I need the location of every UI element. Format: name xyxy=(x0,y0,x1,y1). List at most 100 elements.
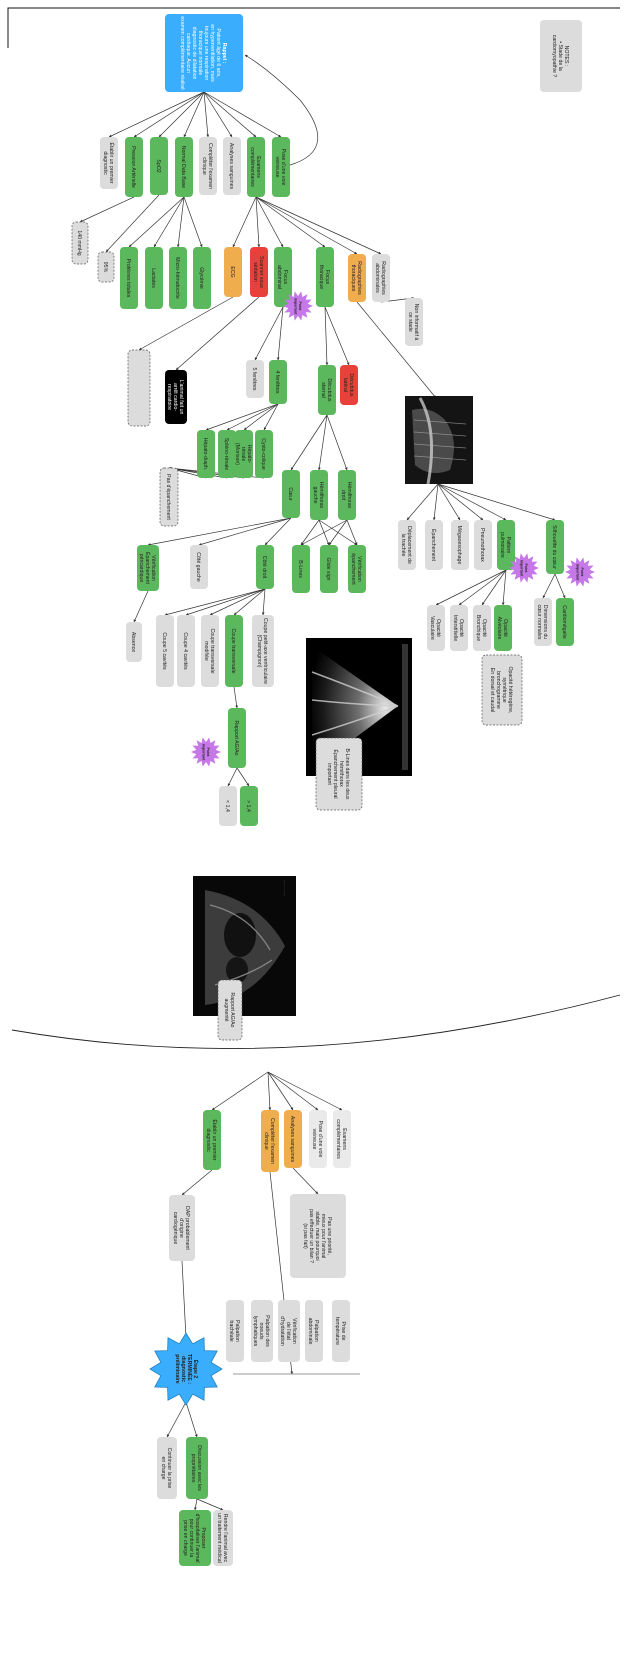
burst-4: Pointimportant xyxy=(191,737,221,767)
edge-cote-droit-node-coupe-mod-leaf xyxy=(209,588,266,616)
coeur-node-label: Cœur xyxy=(287,487,293,501)
ratio-lt: < 1,4 xyxy=(219,786,237,826)
p2-exam-3-label: Palpation desnoeudslymphatiques xyxy=(252,1315,270,1347)
p2-exam-0-label: Prise detempérature xyxy=(334,1317,346,1345)
dims-leaf: Dimensions ducœur normales xyxy=(534,598,552,646)
rapport-node: Rapport AG/Ao xyxy=(228,708,246,768)
cysto-node: Cysto-colique xyxy=(255,430,273,478)
p2-exam-4: Palpationtrachéale xyxy=(226,1300,244,1362)
burst-4-label: Pointimportant xyxy=(202,744,211,761)
notes-box: NOTES :• Stade de lacardiomyopathie ? xyxy=(540,20,582,92)
edge-to-pattern-leaf xyxy=(437,483,507,521)
hepatorenal-node: Hépato-rénale(Morison) xyxy=(234,430,253,478)
edge-silhouette-leaf-dims-leaf xyxy=(542,573,556,599)
absence-leaf-label: Absence xyxy=(130,632,136,652)
notes-box-label: NOTES :• Stade de lacardiomyopathie ? xyxy=(551,35,569,78)
edge-cote-droit-node-coupe4-leaf xyxy=(185,588,266,616)
cysto-node-label: Cysto-colique xyxy=(260,438,266,470)
edge-to-p2-faded2 xyxy=(267,1071,343,1111)
cardiomeg-leaf: Cardiomégalie xyxy=(556,598,574,646)
edge-pression-node-mmhg-leaf xyxy=(79,196,135,223)
pneumo-leaf-label: Pneumothorax xyxy=(479,528,485,562)
coupe4-leaf-label: Coupe 4 cavités xyxy=(182,632,188,670)
edge-root-node-diag-node xyxy=(108,91,205,138)
edge-radio-xray xyxy=(356,301,437,399)
edge-focus-abdo-node-quatre-node xyxy=(276,306,284,361)
edge-gauche-node-glide-leaf xyxy=(318,519,330,546)
cinq-node: 5 fenêtres xyxy=(246,360,264,398)
p2-diag: Établir un premierdiagnostic xyxy=(203,1110,221,1170)
p2-rendre-label: Rendre l'animal avecun traitement médica… xyxy=(216,1513,228,1563)
radio-abdo-node-label: Radiographiesabdominales xyxy=(374,261,386,295)
normalbase-node: Normal Data Base xyxy=(175,137,193,197)
edge-to-p2-completer xyxy=(267,1071,272,1111)
edge-root-node-examens-node xyxy=(203,91,257,138)
edge-pattern-leaf-opacite-alv xyxy=(501,569,507,606)
edge-quatre-node-spleno-node xyxy=(226,403,279,431)
epanch-leaf: Épanchement xyxy=(425,520,443,570)
edge-coeur-node-cote-droit-node xyxy=(264,517,292,546)
absence-leaf: Absence xyxy=(126,622,142,662)
glycemie-leaf: Glycémie xyxy=(193,247,211,309)
depl-leaf: Déplacement dela trachée xyxy=(398,520,416,570)
edge-normalbase-node-lactates-leaf xyxy=(153,196,185,248)
non-info-node-label: Non informatif àce stade xyxy=(407,304,419,341)
pression-node: Pression Artérielle xyxy=(125,137,143,197)
decubitus-node-label: Décubitussternal xyxy=(320,378,332,401)
proteines-leaf-label: Protéines totales xyxy=(125,259,131,298)
edge-gauche-node-pleural-leaf xyxy=(318,519,358,546)
radio-thorax-node: Radiographiesthoraciques xyxy=(348,254,366,302)
dims-leaf-label: Dimensions ducœur normales xyxy=(536,605,548,640)
edge-p2-discussion-p2-rendre xyxy=(196,1498,224,1511)
silhouette-leaf-label: Silhouette du cœur xyxy=(551,525,557,569)
edge-normalbase-node-glycemie-leaf xyxy=(183,196,203,248)
ratio-lt-label: < 1,4 xyxy=(224,800,230,812)
spo2-node-label: SpO2 xyxy=(155,159,161,172)
pas-epanch-node: Pas d'épanchement xyxy=(159,467,179,527)
glide-leaf-label: Glide sign xyxy=(325,557,331,580)
spo2-node: SpO2 xyxy=(150,137,168,195)
edge-quatre-node-hepato-node xyxy=(205,403,279,431)
hepato-node-label: Hépato-diaph. xyxy=(202,438,208,471)
echo-heart-image: · · · · · · · · xyxy=(193,876,296,1016)
coupe-trans-leaf-label: Coupe transversale xyxy=(230,629,236,674)
pattern-leaf: Patternpulmonaire xyxy=(497,520,515,570)
edge-quatre-node-cysto-node xyxy=(263,403,279,431)
opacite-note: Opacité hétérogène,symétriquebronchogram… xyxy=(481,654,523,726)
edge-root-node-pose-node xyxy=(203,91,282,138)
edge-to-p2-analyses xyxy=(267,1071,294,1111)
cardiomeg-leaf-label: Cardiomégalie xyxy=(561,605,567,639)
ratio-gt: > 1,4 xyxy=(240,786,258,826)
droit-node-label: Hémithoraxdroit xyxy=(340,482,352,509)
edge-quatre-node-hepatorenal-node xyxy=(243,403,279,431)
edge-coeur-node-verif-peri-node xyxy=(147,517,292,546)
rapport-conclusion-label: Rapport AG/Aoaugmenté xyxy=(223,993,235,1028)
blines-note: B-Lines dans les deuxhémithoraxÉpancheme… xyxy=(315,737,363,811)
p2-proposer-label: Proposerd'hospitaliser l'animalpour cont… xyxy=(182,1514,206,1563)
edge-star-continuer xyxy=(166,1401,187,1438)
focus-abdo-node: Focusabdominal xyxy=(274,247,292,307)
pct-leaf: 95% xyxy=(97,251,115,283)
p2-discussion-label: Discussion avec lespropriétaires xyxy=(190,1445,202,1491)
decubitus-node: Décubitussternal xyxy=(318,365,336,415)
edge-examens-node-radio-thorax-node xyxy=(255,196,358,255)
p2-exam-3: Palpation desnoeudslymphatiques xyxy=(251,1300,273,1362)
lactates-leaf: Lactates xyxy=(145,247,163,309)
normalbase-node-label: Normal Data Base xyxy=(180,146,186,188)
edge-focus-thorax-node-decubitus-lat-node xyxy=(324,306,350,366)
spleno-node-label: Spléno-rénale xyxy=(223,438,229,470)
rapport-node-label: Rapport AG/Ao xyxy=(233,721,239,756)
opacite-bronch-label: OpacitéBronchique xyxy=(475,615,487,641)
edge-root-node-spo2-node xyxy=(158,91,205,138)
section-separator xyxy=(11,994,621,1049)
radio-abdo-node: Radiographiesabdominales xyxy=(372,254,390,302)
edge-rapport-node-ratio-gt xyxy=(236,767,250,787)
cote-droit-node: Côté droit xyxy=(256,545,274,589)
verif-peri-node-label: VérificationÉpanchementpéricardique xyxy=(138,552,156,585)
edges-layer xyxy=(79,54,566,1511)
cote-gauche-node: Côté gauche xyxy=(190,545,208,589)
svg-text:· · · · · · · ·: · · · · · · · · xyxy=(282,880,286,896)
p2-faded1: Pose d'une voieveineuse xyxy=(309,1110,327,1168)
microhem-leaf: Micro-hématocrite xyxy=(169,247,187,309)
edge-examens-node-focus-thorax-node xyxy=(255,196,326,248)
